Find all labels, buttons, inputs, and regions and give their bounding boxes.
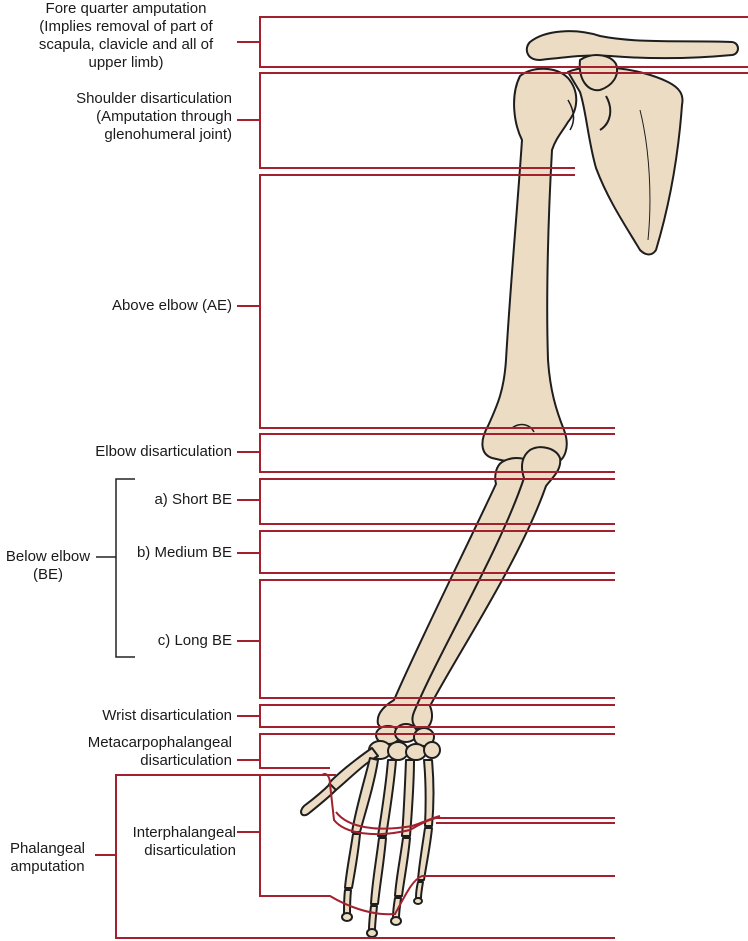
label-below-elbow: Below elbow (BE) <box>5 548 91 583</box>
little-finger-bones <box>413 759 435 905</box>
label-elbow-disarticulation: Elbow disarticulation <box>95 443 232 460</box>
level-lines <box>95 16 748 939</box>
arm-skeleton-illustration <box>300 30 739 938</box>
label-medium-be: b) Medium BE <box>136 544 232 561</box>
wrist-bracket <box>259 704 615 728</box>
scapula <box>567 66 684 256</box>
label-fore-quarter-amputation: Fore quarter amputation (Implies removal… <box>38 0 214 71</box>
label-above-elbow: Above elbow (AE) <box>111 297 232 314</box>
carpal-bones <box>368 723 441 761</box>
label-shoulder-disarticulation: Shoulder disarticulation (Amputation thr… <box>76 90 232 143</box>
ip-bracket <box>259 774 615 916</box>
ulna <box>411 446 562 731</box>
clavicle <box>525 30 739 61</box>
below-elbow-group-bracket <box>96 478 135 658</box>
mcp-bracket <box>259 733 615 769</box>
ring-finger-bones <box>390 759 415 926</box>
label-short-be: a) Short BE <box>154 491 232 508</box>
label-metacarpophalangeal-disarticulation: Metacarpophalangeal disarticulation <box>87 734 232 769</box>
short-be-bracket <box>259 478 615 525</box>
medium-be-bracket <box>259 530 615 574</box>
label-phalangeal-amputation: Phalangeal amputation <box>9 840 86 875</box>
phalangeal-bracket <box>115 774 615 939</box>
humerus <box>481 67 578 466</box>
above-elbow-bracket <box>259 174 615 429</box>
label-long-be: c) Long BE <box>157 632 232 649</box>
radius <box>376 457 536 735</box>
label-wrist-disarticulation: Wrist disarticulation <box>102 707 232 724</box>
long-be-bracket <box>259 579 615 699</box>
index-finger-bones <box>341 757 379 922</box>
label-interphalangeal-disarticulation: Interphalangeal disarticulation <box>132 824 236 859</box>
